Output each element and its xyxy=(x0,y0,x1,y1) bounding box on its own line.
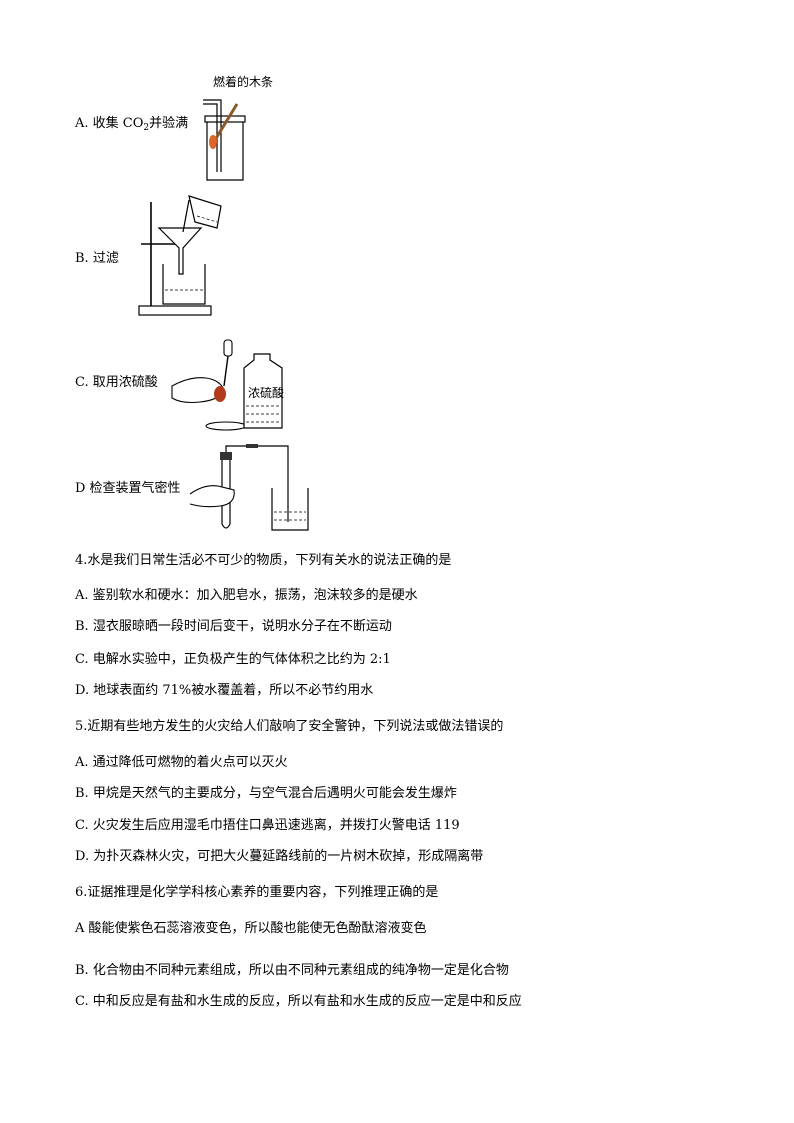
q5-option-b: B. 甲烷是天然气的主要成分，与空气混合后遇明火可能会发生爆炸 xyxy=(75,786,457,801)
option-3a: A. 收集 CO2并验满 xyxy=(75,116,188,136)
bottle-label: 浓硫酸 xyxy=(248,386,285,400)
burning-stick-caption: 燃着的木条 xyxy=(213,75,274,89)
option-3b: B. 过滤 xyxy=(75,251,119,266)
q4-option-c: C. 电解水实验中，正负极产生的气体体积之比约为 2:1 xyxy=(75,652,391,667)
q6-option-a: A 酸能使紫色石蕊溶液变色，所以酸也能使无色酚酞溶液变色 xyxy=(75,921,427,936)
option-3a-suffix: 并验满 xyxy=(149,116,189,131)
q6-stem: 6.证据推理是化学学科核心素养的重要内容，下列推理正确的是 xyxy=(75,885,439,900)
q4-stem: 4.水是我们日常生活必不可少的物质，下列有关水的说法正确的是 xyxy=(75,553,452,568)
option-3d: D 检查装置气密性 xyxy=(75,481,181,496)
q5-option-d: D. 为扑灭森林火灾，可把大火蔓延路线前的一片树木砍掉，形成隔离带 xyxy=(75,849,484,864)
airtightness-figure xyxy=(189,444,309,531)
gas-collection-figure xyxy=(203,99,246,181)
option-3a-subscript: 2 xyxy=(143,123,150,133)
q6-option-c: C. 中和反应是有盐和水生成的反应，所以有盐和水生成的反应一定是中和反应 xyxy=(75,994,522,1009)
dropper-figure xyxy=(171,339,283,431)
q6-option-b: B. 化合物由不同种元素组成，所以由不同种元素组成的纯净物一定是化合物 xyxy=(75,963,509,978)
q5-option-c: C. 火灾发生后应用湿毛巾捂住口鼻迅速逃离，并拨打火警电话 119 xyxy=(75,818,460,833)
option-3c: C. 取用浓硫酸 xyxy=(75,375,158,390)
filtration-figure xyxy=(138,195,222,316)
q5-stem: 5.近期有些地方发生的火灾给人们敲响了安全警钟，下列说法或做法错误的 xyxy=(75,719,504,734)
q4-option-a: A. 鉴别软水和硬水：加入肥皂水，振荡，泡沫较多的是硬水 xyxy=(75,588,418,603)
q4-option-b: B. 湿衣服晾晒一段时间后变干，说明水分子在不断运动 xyxy=(75,619,392,634)
q5-option-a: A. 通过降低可燃物的着火点可以灭火 xyxy=(75,755,288,770)
q4-option-d: D. 地球表面约 71%被水覆盖着，所以不必节约用水 xyxy=(75,683,374,698)
option-3a-prefix: A. 收集 CO xyxy=(75,116,144,131)
